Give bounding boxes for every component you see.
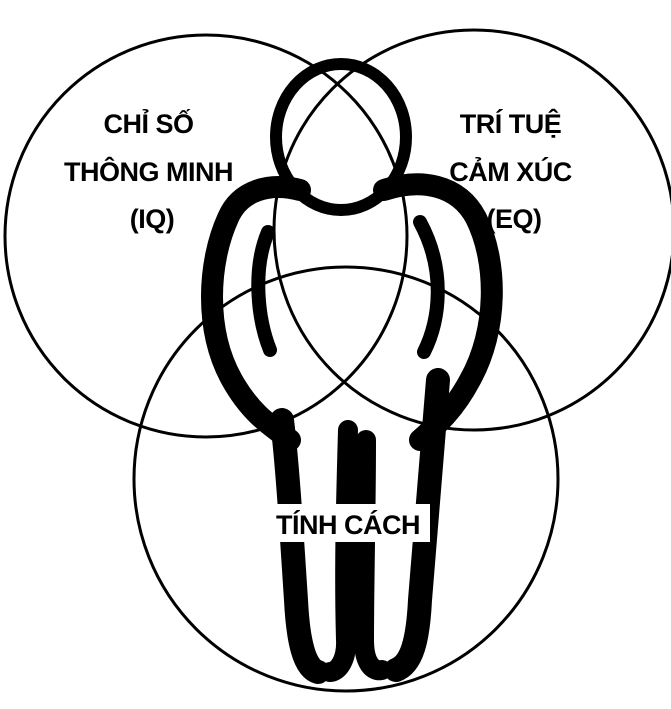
iq-label-line-3: (IQ) — [130, 204, 175, 234]
figure-left-leg-inner — [330, 430, 348, 672]
iq-label-line-1: CHỈ SỐ — [103, 107, 193, 139]
eq-label-line-3: (EQ) — [487, 204, 542, 234]
person-silhouette-icon — [212, 64, 492, 672]
eq-label-line-2: CẢM XÚC — [449, 155, 572, 187]
figure-left-leg-outer — [282, 420, 318, 672]
circle-iq — [5, 35, 407, 437]
figure-torso-left — [258, 232, 270, 350]
personality-label: TÍNH CÁCH — [276, 509, 420, 540]
eq-label-line-1: TRÍ TUỆ — [460, 108, 562, 139]
personality-label-line-1: TÍNH CÁCH — [276, 509, 420, 540]
iq-label-line-2: THÔNG MINH — [64, 156, 233, 187]
iq-label: CHỈ SỐ THÔNG MINH (IQ) — [64, 107, 240, 234]
figure-right-leg-inner — [364, 440, 382, 670]
